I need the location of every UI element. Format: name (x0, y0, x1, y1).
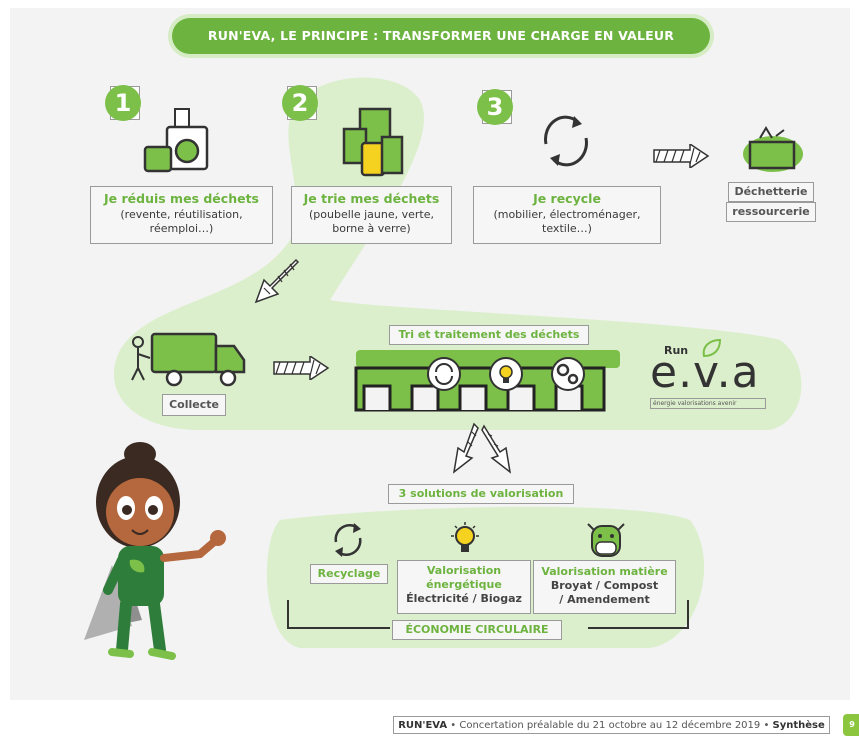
solutions-title: 3 solutions de valorisation (388, 484, 574, 504)
logo-run: Run (664, 344, 689, 357)
dumpster-icon (743, 126, 803, 172)
solution-matiere: Valorisation matière Broyat / Compost / … (533, 560, 676, 614)
recycle-icon (334, 523, 362, 557)
washing-machine-tv-icon (143, 108, 209, 173)
superhero-character-icon (84, 442, 226, 660)
step-1-box: Je réduis mes déchets (revente, réutilis… (90, 186, 273, 244)
recycle-arrows-icon (544, 115, 588, 167)
dechetterie-label: Déchetterie (728, 182, 814, 202)
step-2-box: Je trie mes déchets (poubelle jaune, ver… (291, 186, 452, 244)
arrows-split-icon (452, 422, 512, 474)
arrow-right-icon (273, 356, 330, 380)
step-1-badge: 1 (105, 85, 141, 121)
treatment-plant-icon (354, 350, 620, 412)
logo-tagline: énergie valorisations avenir (650, 398, 766, 409)
economie-circulaire: ÉCONOMIE CIRCULAIRE (392, 620, 562, 640)
solution-energetique: Valorisation énergétique Électricité / B… (397, 560, 531, 614)
arrow-down-left-icon (254, 258, 300, 304)
footer: RUN'EVA • Concertation préalable du 21 o… (393, 716, 830, 734)
step-3-badge: 3 (477, 89, 513, 125)
page-title: RUN'EVA, LE PRINCIPE : TRANSFORMER UNE C… (172, 18, 710, 54)
cow-icon (587, 523, 625, 557)
page-number: 9 (843, 714, 859, 736)
step-3-box: Je recycle (mobilier, électroménager, te… (473, 186, 661, 244)
ressourcerie-label: ressourcerie (726, 202, 816, 222)
economy-bracket (287, 600, 689, 629)
leaf-icon (702, 338, 722, 358)
step-2-badge: 2 (282, 85, 318, 121)
lightbulb-icon (451, 522, 479, 552)
garbage-truck-icon (131, 332, 246, 387)
arrow-right-icon (653, 144, 710, 168)
tri-label: Tri et traitement des déchets (389, 325, 589, 345)
collecte-label: Collecte (162, 394, 226, 416)
sorting-bins-icon (342, 107, 404, 177)
solution-recyclage: Recyclage (310, 564, 388, 584)
logo-eva: e.v.a (650, 347, 760, 398)
